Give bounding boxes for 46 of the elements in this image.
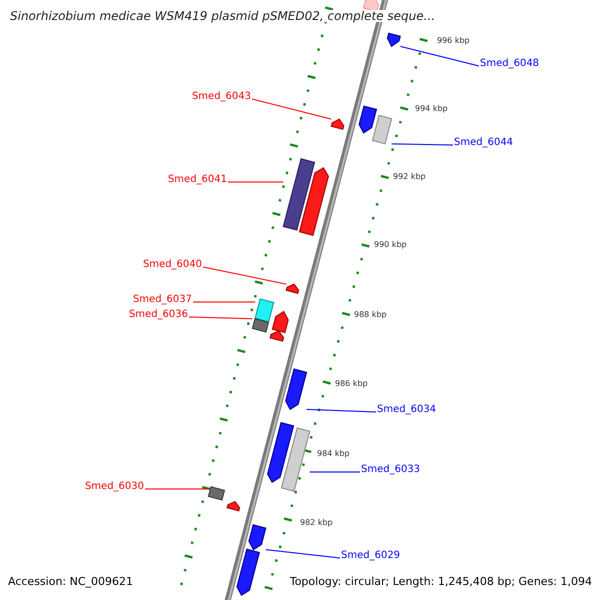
map-title: Sinorhizobium medicae WSM419 plasmid pSMED02, complete seque... [10,10,436,22]
gene-block [285,368,308,410]
gene-bar [372,114,392,144]
gene-label: Smed_6044 [454,137,514,148]
gene-label: Smed_6033 [361,464,420,475]
gene-block [226,500,240,512]
gene-bar [252,318,270,333]
leader-line [188,316,253,320]
scale-label: 982 kbp [300,518,333,528]
leader-line [252,98,332,120]
gene-block [248,524,266,550]
gene-label: Smed_6029 [341,550,400,561]
scale-label: 984 kbp [317,449,350,459]
gene-bar [254,298,274,322]
gene-block [386,32,401,48]
leader-line [391,143,454,146]
scale-label: 994 kbp [415,104,448,114]
gene-block [298,167,329,236]
scale-label: 990 kbp [374,240,407,250]
accession-text: Accession: NC_009621 [8,575,134,589]
gene-label: Smed_6036 [128,309,188,320]
scale-label: 988 kbp [354,310,387,320]
gene-bar [280,427,310,492]
gene-bar [282,158,316,231]
leader-line [306,408,376,412]
leader-line [144,488,209,490]
gene-label: Smed_6037 [132,294,192,305]
scale-label: 996 kbp [437,36,470,46]
leader-line [202,266,287,285]
summary-text: Topology: circular; Length: 1,245,408 bp; Genes: 1,094 [290,575,592,589]
gene-label: Smed_6048 [480,58,540,69]
gene-label: Smed_6034 [377,404,436,415]
gene-block [267,422,294,484]
gene-bar [208,486,226,501]
gene-block [362,0,380,12]
leader-line [400,46,480,66]
gene-label: Smed_6043 [192,91,251,102]
gene-label: Smed_6041 [168,174,227,185]
gene-block [330,118,344,130]
gene-block [286,283,300,294]
gene-label: Smed_6040 [142,259,202,270]
gene-block [358,105,378,134]
scale-label: 992 kbp [393,172,426,182]
gene-label: Smed_6030 [84,481,144,492]
scale-label: 986 kbp [335,379,368,389]
gene-block [270,330,284,342]
